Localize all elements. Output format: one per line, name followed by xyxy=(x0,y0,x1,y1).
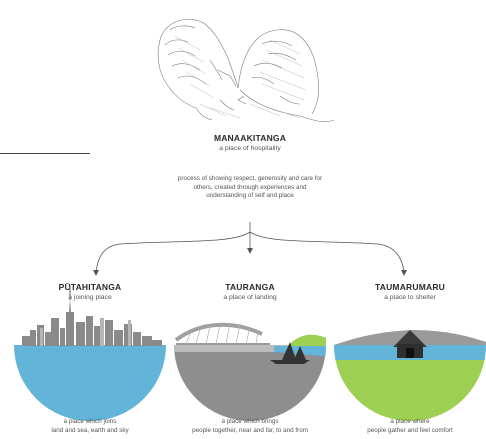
main-description: process of showing respect, generosity a… xyxy=(130,175,370,201)
branch-subtitle-taumarumaru: a place to shelter xyxy=(384,294,436,301)
wharenui-hill-illustration xyxy=(334,330,486,421)
caption-line: a place which brings xyxy=(221,418,279,425)
city-skyline-illustration xyxy=(14,286,166,421)
caption-line: people gather and feel comfort xyxy=(367,426,453,434)
branch-caption-taumarumaru: a place where people gather and feel com… xyxy=(330,418,486,435)
branch-title-tauranga: TAURANGA xyxy=(225,282,275,292)
caption-line: a place where xyxy=(390,418,430,425)
caption-line: people together, near and far, to and fr… xyxy=(192,426,308,434)
branch-subtitle-putahitanga: a joining place xyxy=(68,294,112,301)
description-line-3: understanding of self and place xyxy=(206,192,294,200)
branch-caption-tauranga: a place which brings people together, ne… xyxy=(165,418,335,435)
description-line-2: others, created through experiences and xyxy=(193,183,307,191)
caption-line: a place which joins xyxy=(63,418,117,425)
harbour-bridge-waka-illustration xyxy=(174,322,326,421)
branch-caption-putahitanga: a place which joins land and sea, earth … xyxy=(10,418,170,435)
branch-title-putahitanga: PŪTAHITANGA xyxy=(58,282,122,292)
main-subtitle: a place of hospitality xyxy=(219,145,281,152)
branch-subtitle-tauranga: a place of landing xyxy=(223,294,277,301)
main-title: MANAAKITANGA xyxy=(213,133,287,143)
branch-title-taumarumaru: TAUMARUMARU xyxy=(374,282,446,292)
description-line-1: process of showing respect, generosity a… xyxy=(177,175,323,182)
caption-line: land and sea, earth and sky xyxy=(51,426,129,434)
divider-line xyxy=(0,153,90,154)
